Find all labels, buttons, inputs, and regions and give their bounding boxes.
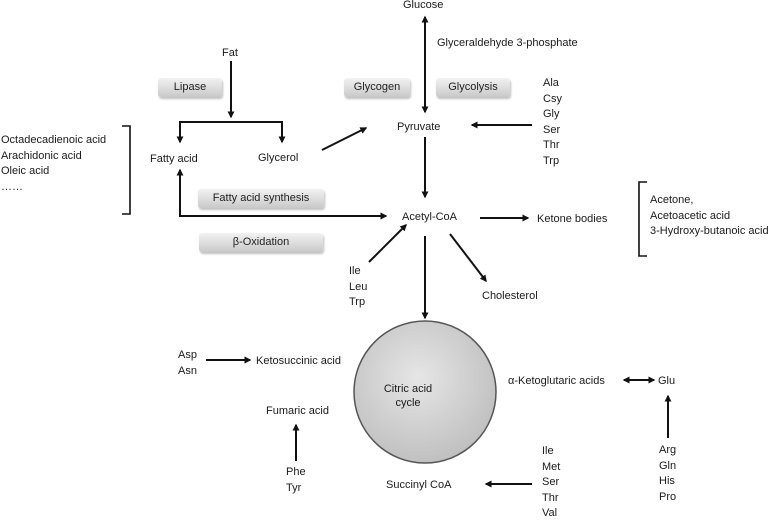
list-item: Thr: [542, 491, 559, 504]
list-item: Oleic acid: [1, 165, 50, 177]
asp-asn-list: Asp Asn: [178, 348, 197, 379]
list-item: Trp: [543, 154, 560, 167]
ketosuccinic-label: Ketosuccinic acid: [256, 355, 341, 367]
list-item: Octadecadienoic acid: [1, 134, 107, 146]
list-item: Val: [542, 507, 558, 519]
list-item: Ser: [542, 476, 560, 488]
list-item: Thr: [543, 139, 560, 151]
glu-label: Glu: [658, 375, 676, 387]
list-item: Ile: [542, 445, 554, 457]
list-item: Gln: [659, 459, 677, 472]
glycerol-pyruvate-arrow: [321, 127, 368, 151]
list-item: Ser: [543, 123, 561, 136]
list-item: Arachidonic acid: [1, 149, 82, 162]
list-item: Pro: [659, 490, 677, 503]
g3p-label: Glyceraldehyde 3-phosphate: [437, 37, 578, 49]
beta-oxidation-pill: β-Oxidation: [199, 233, 323, 252]
succinyl-amino-acids: Ile Met Ser Thr Val: [542, 444, 560, 522]
cycle-label-line1: Citric acid: [383, 383, 433, 395]
pyruvate-amino-acids: Ala Csy Gly Ser Thr Trp: [543, 76, 562, 169]
glycogen-pill: Glycogen: [344, 78, 410, 97]
list-item: Arg: [659, 444, 677, 456]
list-item: Asn: [178, 364, 197, 377]
fatty-acids-list: Octadecadienoic acid Arachidonic acid Ol…: [1, 133, 106, 195]
fatty-acids-bracket: [122, 125, 131, 215]
list-item: Leu: [349, 280, 368, 293]
ketone-list: Acetone, Acetoacetic acid 3-Hydroxy-buta…: [650, 193, 769, 240]
cholesterol-label: Cholesterol: [482, 290, 538, 302]
list-item: His: [659, 475, 675, 487]
list-item: Asp: [178, 349, 197, 361]
list-item: Gly: [543, 108, 560, 120]
list-item: Met: [542, 460, 561, 473]
glucose-label: Glucose: [403, 0, 444, 11]
list-item: ……: [1, 180, 23, 193]
fumaric-label: Fumaric acid: [266, 405, 329, 417]
ketone-bodies-label: Ketone bodies: [537, 213, 608, 225]
citric-acid-cycle-circle: [353, 320, 497, 464]
list-item: Trp: [349, 296, 366, 308]
akg-label: α-Ketoglutaric acids: [508, 375, 605, 387]
fatty-acid-label: Fatty acid: [150, 153, 198, 165]
fatty-acid-acetylcoa-arrow: [176, 168, 388, 220]
fat-to-fatty-acid-arrow: [176, 121, 231, 144]
list-item: Tyr: [286, 481, 302, 494]
glycerol-label: Glycerol: [258, 152, 299, 164]
acetyl-amino-acids: Ile Leu Trp: [349, 264, 367, 311]
list-item: Phe: [286, 466, 306, 478]
acetylcoa-cholesterol-arrow: [449, 233, 487, 283]
pyruvate-label: Pyruvate: [397, 121, 441, 133]
list-item: Ala: [543, 77, 559, 89]
succinyl-coa-label: Succinyl CoA: [386, 479, 452, 491]
cycle-label-line2: cycle: [395, 397, 421, 409]
glu-amino-acids: Arg Gln His Pro: [659, 443, 676, 505]
phe-tyr-list: Phe Tyr: [286, 465, 306, 496]
list-item: Acetone,: [650, 194, 694, 206]
acetyl-coa-label: Acetyl-CoA: [402, 211, 458, 223]
list-item: 3-Hydroxy-butanoic acid: [650, 225, 769, 237]
glycolysis-pill: Glycolysis: [436, 78, 510, 97]
fatty-acid-synthesis-pill: Fatty acid synthesis: [198, 189, 324, 208]
list-item: Csy: [543, 92, 562, 105]
fat-label: Fat: [222, 47, 238, 59]
citric-acid-cycle-label: Citric acid cycle: [358, 382, 458, 410]
list-item: Ile: [349, 265, 361, 277]
ketones-bracket: [638, 181, 647, 257]
list-item: Acetoacetic acid: [650, 209, 731, 222]
aa-acetylcoa-arrow: [368, 224, 407, 263]
fat-to-glycerol-arrow: [231, 121, 286, 144]
lipase-pill: Lipase: [158, 78, 222, 97]
